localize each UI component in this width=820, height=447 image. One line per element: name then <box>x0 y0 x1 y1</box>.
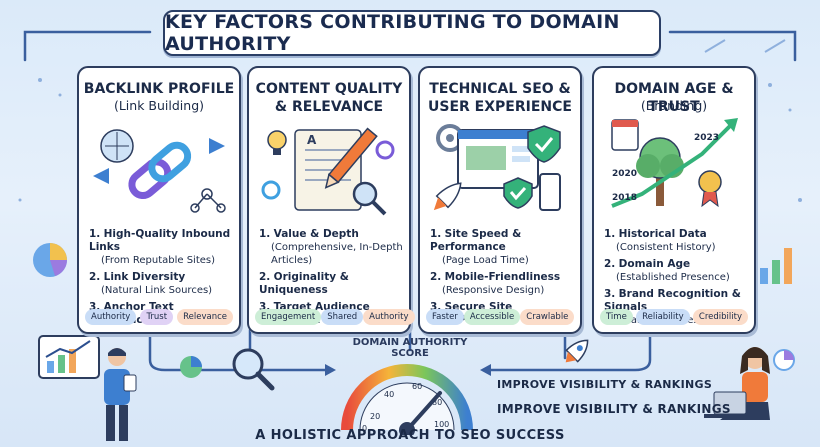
badge-row: Faster Accessible Crawlable <box>426 309 575 325</box>
card-title: DOMAIN AGE & TRUST <box>614 81 734 115</box>
improve-label-2: IMPROVE VISIBILITY & RANKINGS <box>497 402 731 416</box>
badge-time: Time <box>600 309 633 325</box>
year-2023-label: 2023 <box>694 133 719 143</box>
page-title: KEY FACTORS CONTRIBUTING TO DOMAIN AUTHO… <box>165 11 620 55</box>
card-content-quality: CONTENT QUALITY & RELEVANCE A 1. Value &… <box>247 66 415 334</box>
list-item: 1. Site Speed & Performance(Page Load Ti… <box>430 228 529 266</box>
bar-chart-icon <box>760 248 792 284</box>
badge-row: Authority Trust Relevance <box>85 309 233 325</box>
document-pencil-icon: A <box>261 127 395 216</box>
badge-faster: Faster <box>426 309 464 325</box>
badge-credibility: Credibility <box>692 309 748 325</box>
growth-tree-icon: 2023 2020 2018 <box>611 118 738 208</box>
badge-row: Engagement Shared Authority <box>255 309 415 325</box>
card-subtitle: (Link Building) <box>113 98 205 113</box>
improve-label-1: IMPROVE VISIBILITY & RANKINGS <box>497 378 713 391</box>
chain-link-icon <box>93 129 226 213</box>
card-subtitle: (Branding) <box>640 98 708 113</box>
list-item: 2. Originality & Uniqueness <box>259 271 349 296</box>
list-item: 1. High-Quality Inbound Links(From Reput… <box>89 228 231 266</box>
badge-shared: Shared <box>321 309 364 325</box>
list-item: 2. Domain Age(Established Presence) <box>604 258 730 283</box>
badge-crawlable: Crawlable <box>520 309 575 325</box>
browser-shield-icon <box>433 124 561 211</box>
badge-trust: Trust <box>140 309 174 325</box>
person-with-tablet-icon <box>104 348 137 441</box>
person-with-laptop-icon <box>704 347 795 420</box>
list-item: 2. Link Diversity(Natural Link Sources) <box>89 271 213 296</box>
year-2020-label: 2020 <box>612 169 637 179</box>
card-backlink-profile: BACKLINK PROFILE (Link Building) 1. High… <box>77 66 241 334</box>
analytics-monitor-icon <box>38 335 100 379</box>
domain-authority-gauge: 20 40 60 80 100 0 <box>341 364 473 435</box>
title-banner: KEY FACTORS CONTRIBUTING TO DOMAIN AUTHO… <box>163 10 661 56</box>
year-2018-label: 2018 <box>612 193 637 203</box>
magnifier-icon <box>232 348 275 391</box>
badge-accessible: Accessible <box>463 309 521 325</box>
svg-text:A: A <box>307 133 317 147</box>
gauge-tick-20: 20 <box>370 412 380 421</box>
pie-chart-icon <box>33 243 67 277</box>
badge-reliability: Reliability <box>636 309 690 325</box>
card-title: BACKLINK PROFILE <box>83 81 235 97</box>
rocket-icon <box>565 339 589 363</box>
badge-authority: Authority <box>85 309 137 325</box>
card-title: CONTENT QUALITY & RELEVANCE <box>255 81 403 115</box>
badge-engagement: Engagement <box>255 309 322 325</box>
badge-authority: Authority <box>363 309 415 325</box>
card-technical-seo: TECHNICAL SEO & USER EXPERIENCE 1. Site … <box>418 66 582 334</box>
gauge-tick-40: 40 <box>384 390 394 399</box>
card-domain-age: DOMAIN AGE & TRUST (Branding) 2023 2020 … <box>592 66 756 334</box>
list-item: 1. Historical Data(Consistent History) <box>604 228 716 253</box>
gauge-tick-60: 60 <box>412 382 422 391</box>
list-item: 2. Mobile-Friendliness(Responsive Design… <box>430 271 561 296</box>
footer-tagline: A HOLISTIC APPROACH TO SEO SUCCESS <box>255 428 565 443</box>
list-item: 1. Value & Depth(Comprehensive, In-Depth… <box>259 228 403 266</box>
gauge-tick-0: 0 <box>362 424 367 433</box>
small-pie-icon <box>180 356 202 378</box>
badge-row: Time Reliability Credibility <box>600 309 748 325</box>
card-title: TECHNICAL SEO & USER EXPERIENCE <box>428 81 572 115</box>
gauge-tick-100: 100 <box>434 420 449 429</box>
badge-relevance: Relevance <box>177 309 233 325</box>
gauge-tick-80: 80 <box>432 398 442 407</box>
gauge-label: DOMAIN AUTHORITY SCORE <box>352 337 468 359</box>
